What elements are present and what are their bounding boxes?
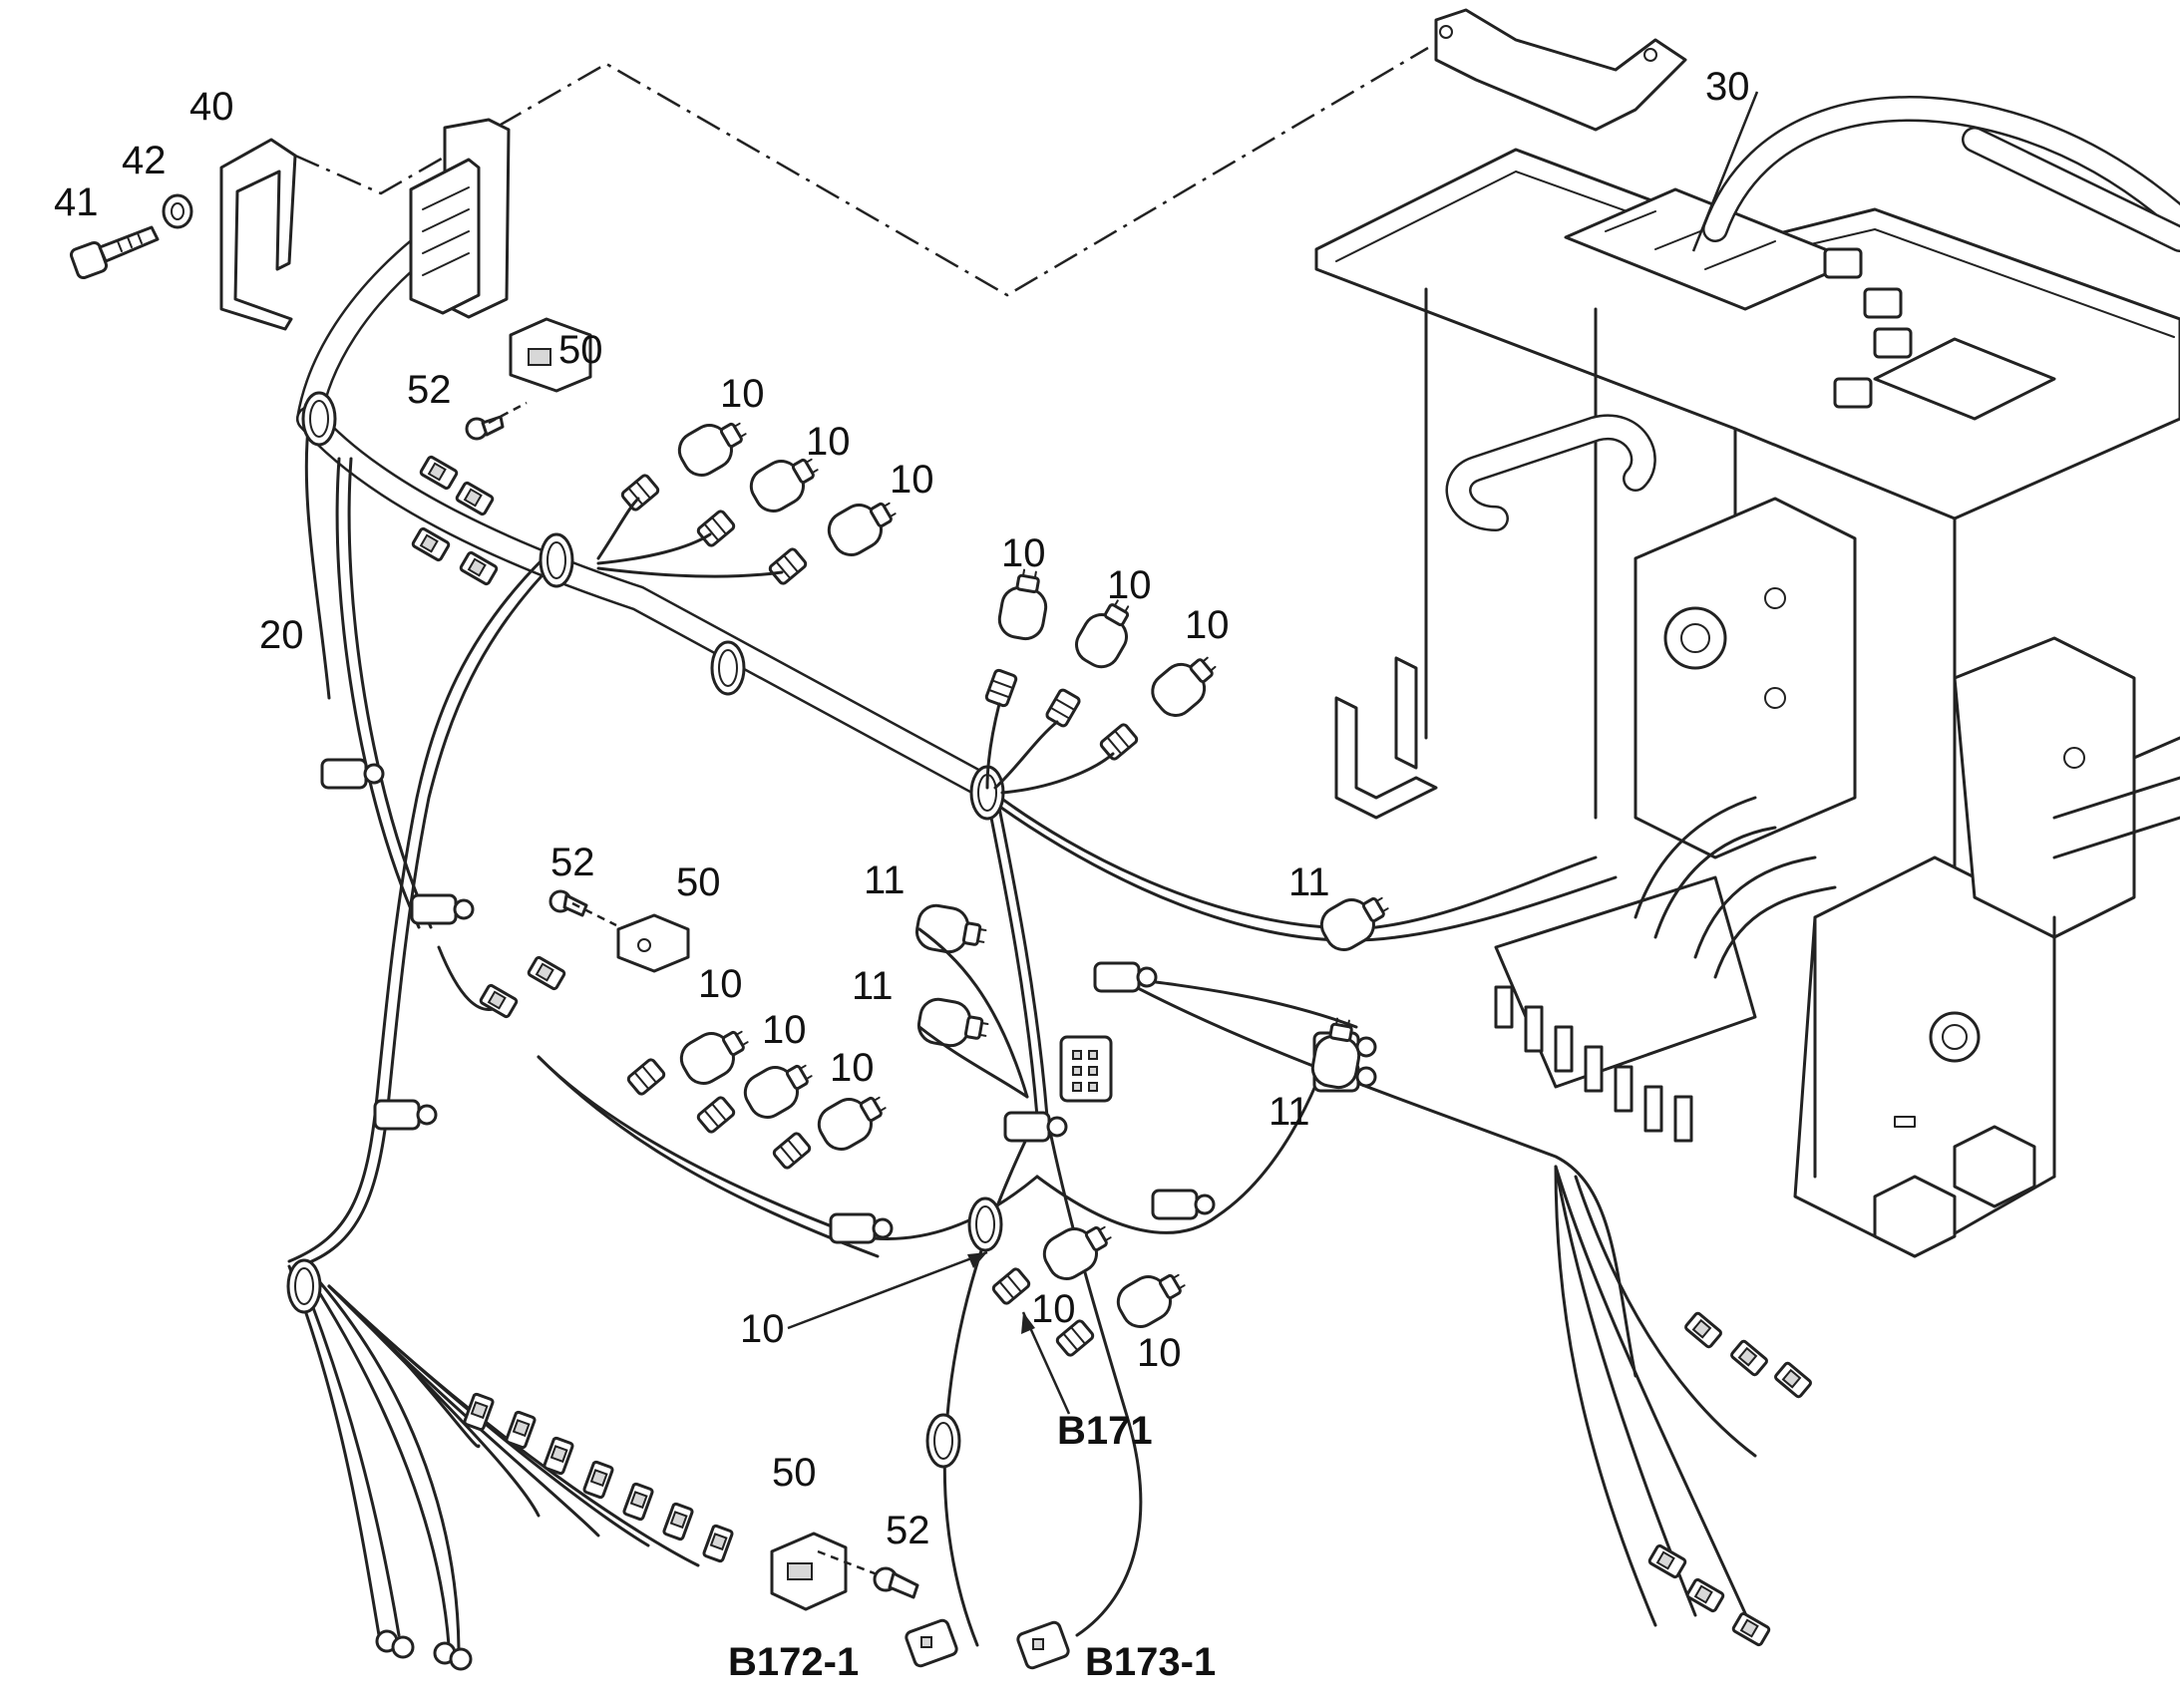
callout-10-j: 10 [740, 1307, 785, 1351]
grommet [286, 1258, 322, 1314]
harness-clip [1003, 1111, 1068, 1143]
callout-10-a: 10 [720, 372, 765, 416]
callout-10-i: 10 [830, 1046, 875, 1090]
sensor-group-11 [912, 882, 1398, 1099]
sensor-connector-b172 [905, 1618, 958, 1668]
harness-clip [1151, 1189, 1216, 1220]
main-harness-trunk [287, 236, 1757, 1657]
connectors-right-lower [1646, 1310, 1814, 1648]
callout-10-k: 10 [1031, 1287, 1076, 1331]
washer [162, 193, 193, 229]
cap-screw [69, 225, 160, 280]
clamp-plate-middle [616, 913, 690, 973]
sensor-label-b172: B172-1 [728, 1640, 859, 1684]
sensor-connector-b173 [1016, 1620, 1070, 1670]
callout-41: 41 [54, 180, 99, 224]
clamp-plate-lower [770, 1532, 848, 1611]
valve-block-assembly [1314, 8, 2180, 1258]
sensor-label-b171: B171 [1057, 1409, 1153, 1453]
callout-52-upper: 52 [407, 368, 452, 412]
callout-11-c: 11 [852, 964, 894, 1008]
callout-11-b: 11 [1288, 860, 1330, 904]
sensor-group-middle-left [625, 1016, 896, 1172]
callout-20: 20 [259, 613, 304, 657]
hydraulic-fittings [1494, 985, 1693, 1143]
screw-lower [873, 1566, 919, 1599]
mounting-frame [219, 138, 297, 331]
callout-11-a: 11 [864, 858, 906, 902]
callout-52-middle: 52 [550, 841, 595, 884]
screw-middle [548, 889, 588, 917]
callout-30: 30 [1705, 65, 1750, 109]
callout-11-d: 11 [1269, 1090, 1310, 1134]
callout-50-middle: 50 [676, 860, 721, 904]
callout-10-g: 10 [698, 962, 743, 1006]
harness-clip [320, 758, 385, 790]
harness-clip [410, 893, 475, 925]
harness-clip [1093, 961, 1158, 993]
sensor-label-b173: B173-1 [1085, 1640, 1216, 1684]
grommet [710, 640, 746, 696]
callout-10-h: 10 [762, 1008, 807, 1052]
clamp-plate-upper [509, 317, 592, 393]
callout-10-l: 10 [1137, 1331, 1182, 1375]
harness-clip [829, 1212, 894, 1244]
multi-pin-connector [1059, 1035, 1113, 1103]
sensor-group-top [596, 408, 906, 587]
callout-42: 42 [122, 139, 167, 182]
callout-52-lower: 52 [886, 1509, 930, 1552]
callout-10-b: 10 [806, 420, 851, 464]
main-connector [409, 118, 511, 319]
harness-clip [373, 1099, 438, 1131]
grommet [301, 391, 337, 447]
dash-leader-outline [294, 46, 1429, 297]
grommet [539, 532, 574, 588]
grommet [925, 1413, 961, 1469]
wire-ends-bottom-left [375, 1629, 473, 1671]
sensor-group-right [983, 565, 1228, 795]
callout-50-lower: 50 [772, 1451, 817, 1495]
callout-40: 40 [189, 85, 234, 129]
screw-upper [465, 415, 505, 441]
callout-10-f: 10 [1185, 603, 1230, 647]
callout-10-e: 10 [1107, 563, 1152, 607]
callout-10-c: 10 [890, 458, 934, 502]
grommet [967, 1196, 1003, 1252]
small-connectors-mid [478, 954, 567, 1020]
callout-10-d: 10 [1001, 531, 1046, 575]
callout-50-upper: 50 [558, 328, 603, 372]
